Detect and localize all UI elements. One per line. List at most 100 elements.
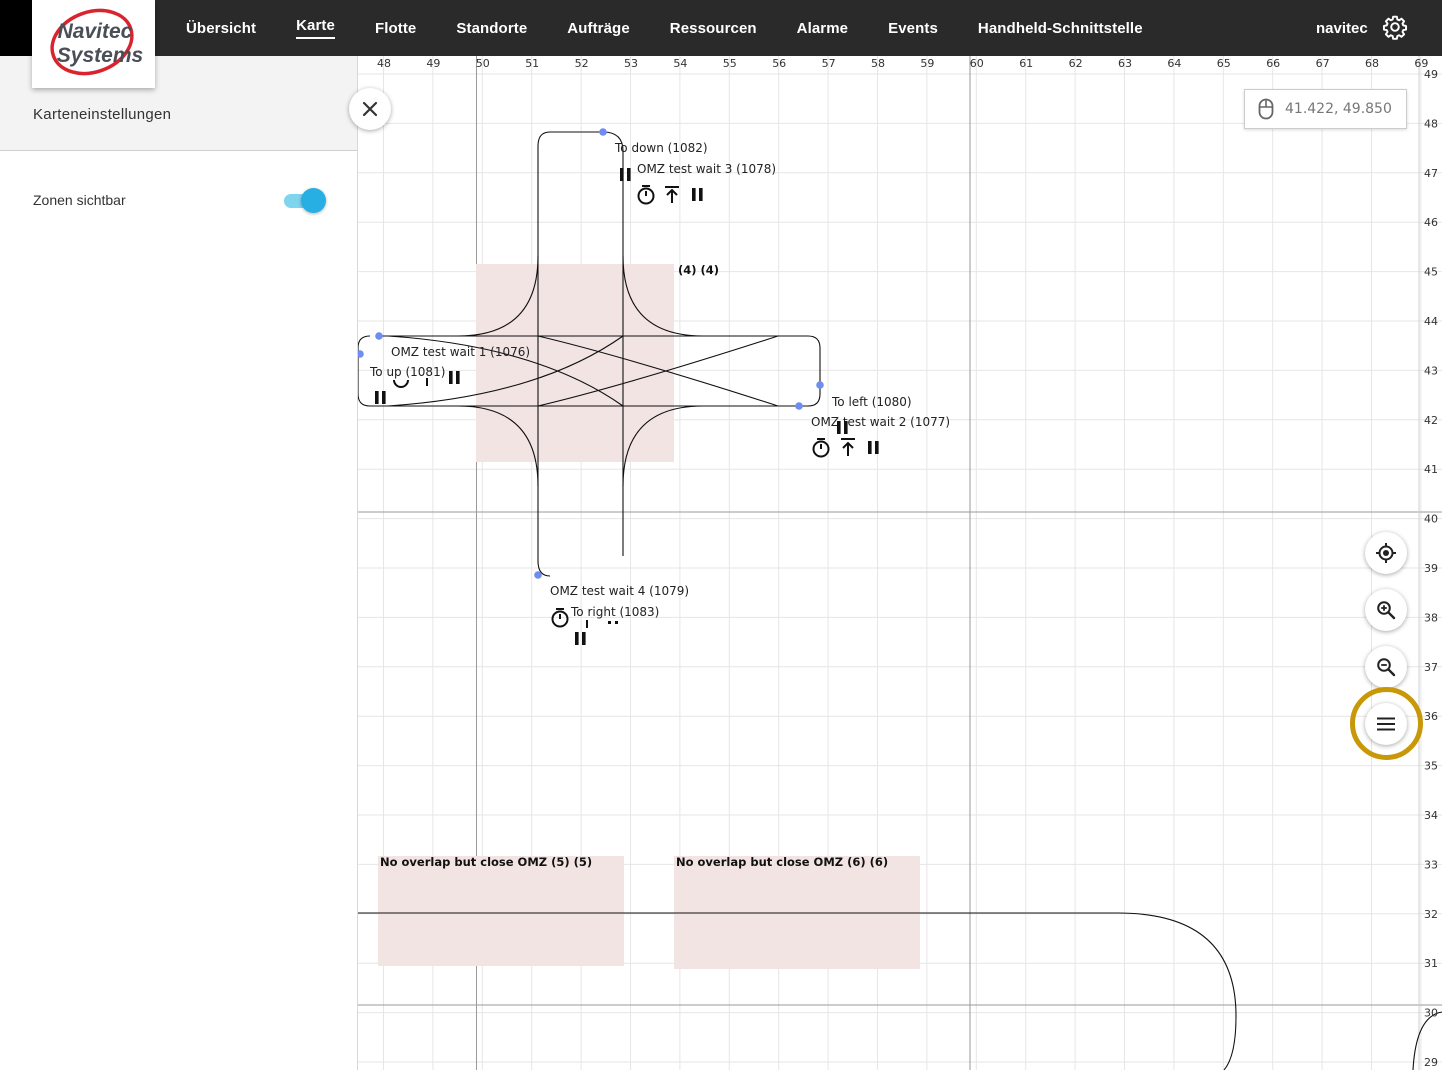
x-tick-label: 56 (772, 57, 786, 70)
nav-item-1[interactable]: Karte (276, 0, 355, 56)
map-menu-button[interactable] (1365, 703, 1407, 745)
y-tick-label: 41 (1424, 463, 1438, 476)
nav-item-8[interactable]: Handheld-Schnittstelle (958, 0, 1163, 56)
x-tick-label: 69 (1414, 57, 1428, 70)
pause-icon (837, 421, 848, 434)
timer-icon (812, 438, 830, 458)
zoom-in-button[interactable] (1365, 589, 1407, 631)
nav-item-2[interactable]: Flotte (355, 0, 436, 56)
nav-item-label: Karte (296, 17, 335, 39)
y-tick-label: 36 (1424, 710, 1438, 723)
timer-icon (393, 379, 409, 388)
label-to-left: To left (1080) (831, 395, 912, 409)
path-bottom (358, 912, 1237, 1070)
curve-3 (457, 405, 539, 487)
label-wait-3: OMZ test wait 3 (1078) (637, 162, 776, 176)
timer-icon (637, 185, 655, 205)
pause-icon (575, 632, 586, 645)
nav-item-7[interactable]: Events (868, 0, 958, 56)
nav-item-label: Alarme (796, 19, 849, 37)
panel-header: Karteneinstellungen (0, 56, 357, 151)
paths (358, 131, 1442, 1070)
y-tick-label: 45 (1424, 266, 1438, 279)
x-tick-label: 55 (723, 57, 737, 70)
topbar-edge (0, 0, 32, 56)
zone-5-label: No overlap but close OMZ (5) (5) (380, 855, 592, 869)
x-tick-label: 51 (525, 57, 539, 70)
y-tick-label: 38 (1424, 611, 1438, 624)
grid-lines (358, 56, 1442, 1070)
nav-item-0[interactable]: Übersicht (166, 0, 276, 56)
x-tick-label: 60 (970, 57, 984, 70)
curve-4 (622, 405, 704, 487)
panel-title: Karteneinstellungen (33, 106, 172, 123)
y-tick-label: 47 (1424, 167, 1438, 180)
nav-item-6[interactable]: Alarme (777, 0, 868, 56)
cursor-coordinates: 41.422, 49.850 (1285, 101, 1392, 117)
zone-6-label: No overlap but close OMZ (6) (6) (676, 855, 888, 869)
zone-5[interactable] (378, 856, 624, 966)
label-to-up: To up (1081) (369, 365, 445, 379)
mouse-icon (1258, 98, 1274, 120)
nav-item-3[interactable]: Standorte (436, 0, 547, 56)
y-tick-label: 29 (1424, 1056, 1438, 1069)
label-to-right: To right (1083) (570, 605, 659, 619)
map-svg[interactable]: To down (1082) OMZ test wait 3 (1078) OM… (358, 56, 1442, 1070)
nav-item-label: Flotte (374, 19, 417, 37)
y-tick-label: 30 (1424, 1007, 1438, 1020)
y-tick-label: 40 (1424, 513, 1438, 526)
x-tick-label: 58 (871, 57, 885, 70)
settings-gear-icon[interactable] (1382, 14, 1408, 40)
x-tick-label: 54 (673, 57, 687, 70)
crosshair-icon (1376, 543, 1396, 563)
y-tick-label: 44 (1424, 315, 1438, 328)
label-wait-4: OMZ test wait 4 (1079) (550, 584, 689, 598)
x-tick-label: 48 (377, 57, 391, 70)
nav-item-4[interactable]: Aufträge (547, 0, 649, 56)
nav-item-label: Ressourcen (669, 19, 757, 37)
nav-item-label: Events (888, 19, 938, 37)
y-tick-label: 35 (1424, 760, 1438, 773)
zoom-out-icon (1377, 658, 1396, 677)
cross-4 (537, 335, 779, 407)
pause-icon-group (375, 168, 879, 645)
zones-visible-label: Zonen sichtbar (33, 192, 126, 208)
close-panel-button[interactable] (349, 88, 391, 130)
x-tick-label: 66 (1266, 57, 1280, 70)
curve-2 (622, 255, 704, 337)
y-tick-label: 46 (1424, 216, 1438, 229)
y-tick-label: 33 (1424, 858, 1438, 871)
zones-visible-toggle[interactable] (284, 188, 326, 214)
lift-icon (841, 438, 855, 456)
x-tick-label: 49 (426, 57, 440, 70)
path-corner (1412, 1011, 1442, 1070)
path-left-vertical (537, 131, 603, 577)
timer-icon (551, 608, 569, 628)
locate-button[interactable] (1365, 532, 1407, 574)
close-icon (362, 101, 378, 117)
x-tick-label: 62 (1069, 57, 1083, 70)
logo-text-1: Navitec (58, 20, 133, 43)
y-tick-label: 43 (1424, 364, 1438, 377)
x-tick-label: 68 (1365, 57, 1379, 70)
zone-4-label: (4) (4) (678, 263, 719, 277)
y-tick-label: 32 (1424, 908, 1438, 921)
zoom-in-icon (1377, 601, 1396, 620)
nav-item-5[interactable]: Ressourcen (650, 0, 777, 56)
x-tick-label: 61 (1019, 57, 1033, 70)
y-tick-label: 34 (1424, 809, 1438, 822)
navitec-logo[interactable]: Navitec Systems (32, 0, 155, 88)
pause-icon (449, 371, 460, 384)
user-name[interactable]: navitec (1316, 19, 1368, 37)
map-canvas[interactable]: To down (1082) OMZ test wait 3 (1078) OM… (358, 56, 1442, 1070)
pause-icon (868, 441, 879, 454)
zoom-out-button[interactable] (1365, 646, 1407, 688)
pause-icon (608, 621, 618, 624)
cross-3 (537, 335, 779, 407)
y-tick-label: 42 (1424, 414, 1438, 427)
y-tick-label: 39 (1424, 562, 1438, 575)
cross-2 (387, 335, 624, 407)
